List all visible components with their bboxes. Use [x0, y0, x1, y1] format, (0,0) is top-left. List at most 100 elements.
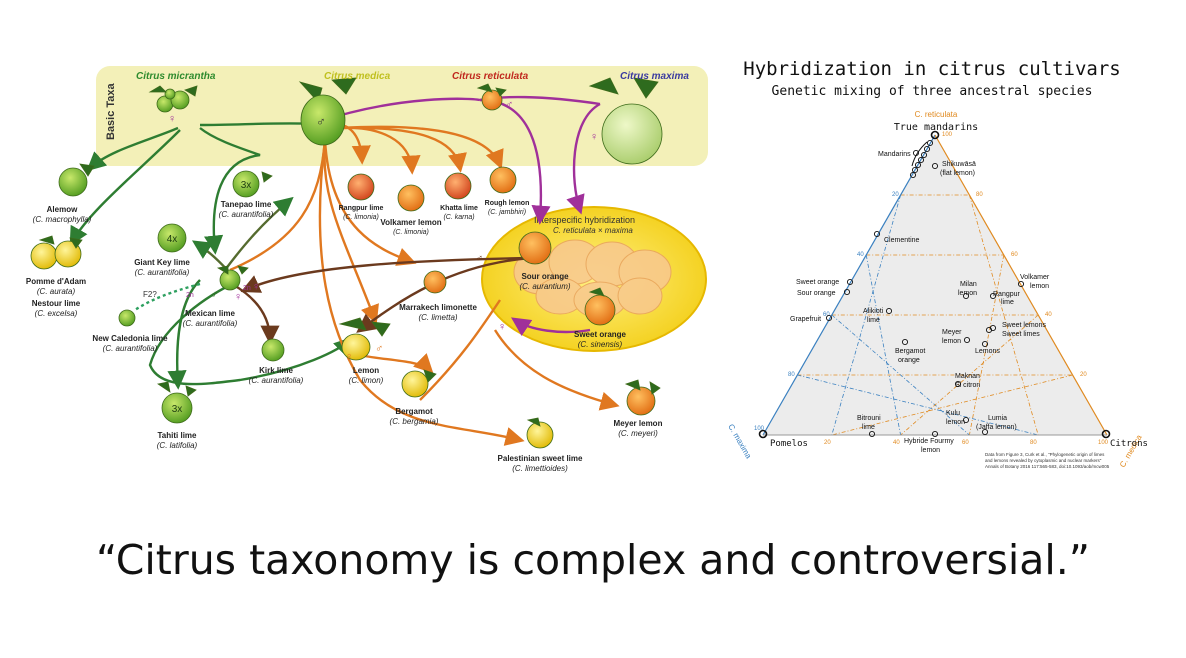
- data-point: [985, 326, 993, 334]
- svg-text:♀: ♀: [168, 113, 176, 125]
- data-point: [868, 430, 876, 438]
- ternary-subtitle: Genetic mixing of three ancestral specie…: [772, 84, 1093, 99]
- label-volkamer: Volkamer lemon: [380, 218, 441, 227]
- label-bergamot: Bergamot: [395, 407, 433, 416]
- citrus-phylogeny-diagram: Basic Taxa Interspecific hybridization C…: [26, 66, 708, 473]
- svg-text:(flat lemon): (flat lemon): [940, 170, 975, 177]
- right-axis-ticks: 20 40 60 80 100: [942, 132, 1087, 378]
- label-lemon-sci: (C. limon): [349, 376, 384, 385]
- svg-text:Sour orange: Sour orange: [797, 290, 836, 297]
- axis-label-left: C. maxima: [726, 423, 753, 461]
- point-left-vertex: [758, 429, 768, 439]
- data-point: [962, 416, 970, 424]
- label-mexican-sci: (C. aurantifolia): [183, 319, 238, 328]
- grid-line-left: [831, 314, 970, 436]
- data-point: [981, 428, 989, 436]
- data-point: [917, 156, 925, 164]
- svg-text:60: 60: [962, 440, 969, 446]
- svg-text:Si citron: Si citron: [955, 382, 980, 389]
- svg-text:Maknan: Maknan: [955, 373, 980, 380]
- label-giantkey: Giant Key lime: [134, 258, 190, 267]
- data-point: [931, 162, 939, 170]
- svg-text:Bergamot: Bergamot: [895, 348, 925, 355]
- label-newcal: New Caledonia lime: [92, 334, 168, 343]
- vertex-label-right: Citrons: [1110, 439, 1148, 449]
- vertex-label-top: True mandarins: [894, 122, 978, 133]
- data-point: [989, 292, 997, 300]
- data-point: [912, 149, 920, 157]
- ternary-triangle: [763, 135, 1107, 435]
- label-palestinian: Palestinian sweet lime: [498, 454, 583, 463]
- ploidy-tahiti: 3x: [172, 404, 183, 415]
- left-axis-edge: [762, 134, 936, 436]
- data-point: [909, 171, 917, 179]
- ternary-chart: Hybridization in citrus cultivars Geneti…: [726, 58, 1148, 469]
- svg-text:♂: ♂: [505, 99, 513, 111]
- label-khatta-sci: (C. karna): [443, 214, 474, 221]
- svg-text:lime: lime: [867, 317, 880, 324]
- data-point: [981, 340, 989, 348]
- svg-text:and lemons revealed by cytopla: and lemons revealed by cytoplasmic and n…: [985, 458, 1102, 463]
- point-labels: Mandarins Shikuwāsā (flat lemon) Clement…: [790, 151, 1050, 454]
- label-pomme-sci: (C. aurata): [37, 287, 76, 296]
- label-kirk: Kirk lime: [259, 366, 293, 375]
- data-point: [885, 307, 893, 315]
- svg-text:♂: ♂: [375, 343, 383, 355]
- species-medica: Citrus medica: [324, 71, 391, 82]
- data-point: [914, 161, 922, 169]
- label-kirk-sci: (C. aurantifolia): [249, 376, 304, 385]
- svg-text:♂: ♂: [475, 253, 483, 265]
- label-lemon: Lemon: [353, 366, 379, 375]
- grid-line-left: [865, 254, 901, 436]
- grid-line-left: [831, 194, 901, 436]
- label-tahiti-sci: (C. latifolia): [157, 441, 198, 450]
- svg-text:lemon: lemon: [1030, 283, 1049, 290]
- svg-text:♂: ♂: [316, 114, 326, 129]
- label-bergamot-sci: (C. bergamia): [390, 417, 439, 426]
- svg-text:Data from Figure 3, Curk et al: Data from Figure 3, Curk et al., "Phylog…: [985, 452, 1105, 457]
- svg-text:♀: ♀: [234, 291, 242, 303]
- label-rough: Rough lemon: [485, 200, 530, 207]
- label-sour-sci: (C. aurantium): [519, 282, 570, 291]
- data-point: [873, 230, 881, 238]
- label-khatta: Khatta lime: [440, 205, 478, 212]
- axis-label-top: C. reticulata: [915, 110, 958, 119]
- label-newcal-sci: (C. aurantifolia): [103, 344, 158, 353]
- svg-text:Mandarins: Mandarins: [878, 151, 911, 158]
- label-sour: Sour orange: [521, 272, 569, 281]
- svg-text:Shikuwāsā: Shikuwāsā: [942, 161, 976, 168]
- svg-text:Sweet limes: Sweet limes: [1002, 331, 1040, 338]
- svg-text:40: 40: [857, 252, 864, 258]
- label-meyer: Meyer lemon: [614, 419, 663, 428]
- label-nestour-sci: (C. excelsa): [35, 309, 78, 318]
- svg-text:80: 80: [976, 192, 983, 198]
- svg-text:♂: ♂: [210, 289, 218, 301]
- fruit-icons: [30, 77, 663, 449]
- label-rough-sci: (C. jambhiri): [488, 209, 526, 216]
- svg-text:Clementine: Clementine: [884, 237, 920, 244]
- svg-text:lemon: lemon: [946, 419, 965, 426]
- svg-text:Lumia: Lumia: [988, 415, 1007, 422]
- svg-text:Meyer: Meyer: [942, 329, 962, 336]
- point-top-vertex: [930, 130, 940, 140]
- svg-text:20: 20: [824, 440, 831, 446]
- sex-markers: ♀ ♂ ♂ ♀ ♂ ♀ ♀ ♀ ♂ ♂ ♀: [168, 99, 598, 363]
- label-alemow-sci: (C. macrophylla): [33, 215, 92, 224]
- svg-text:orange: orange: [898, 357, 920, 364]
- label-rangpur: Rangpur lime: [339, 205, 384, 212]
- data-point: [846, 278, 854, 286]
- label-mexican: Mexican lime: [185, 309, 235, 318]
- label-alemow: Alemow: [47, 205, 78, 214]
- hybrid-zone-title: Interspecific hybridization: [534, 215, 635, 225]
- svg-text:80: 80: [788, 372, 795, 378]
- svg-text:100: 100: [754, 426, 765, 432]
- ternary-grid: [797, 194, 1073, 436]
- svg-text:♀: ♀: [252, 281, 260, 293]
- ploidy-giantkey: 4x: [167, 234, 178, 245]
- svg-text:80: 80: [1030, 440, 1037, 446]
- svg-text:♀: ♀: [590, 131, 598, 143]
- data-point: [920, 151, 928, 159]
- bottom-axis-ticks: 20 40 60 80 100: [824, 440, 1109, 446]
- svg-text:♀: ♀: [498, 321, 506, 333]
- svg-text:Sweet orange: Sweet orange: [796, 279, 839, 286]
